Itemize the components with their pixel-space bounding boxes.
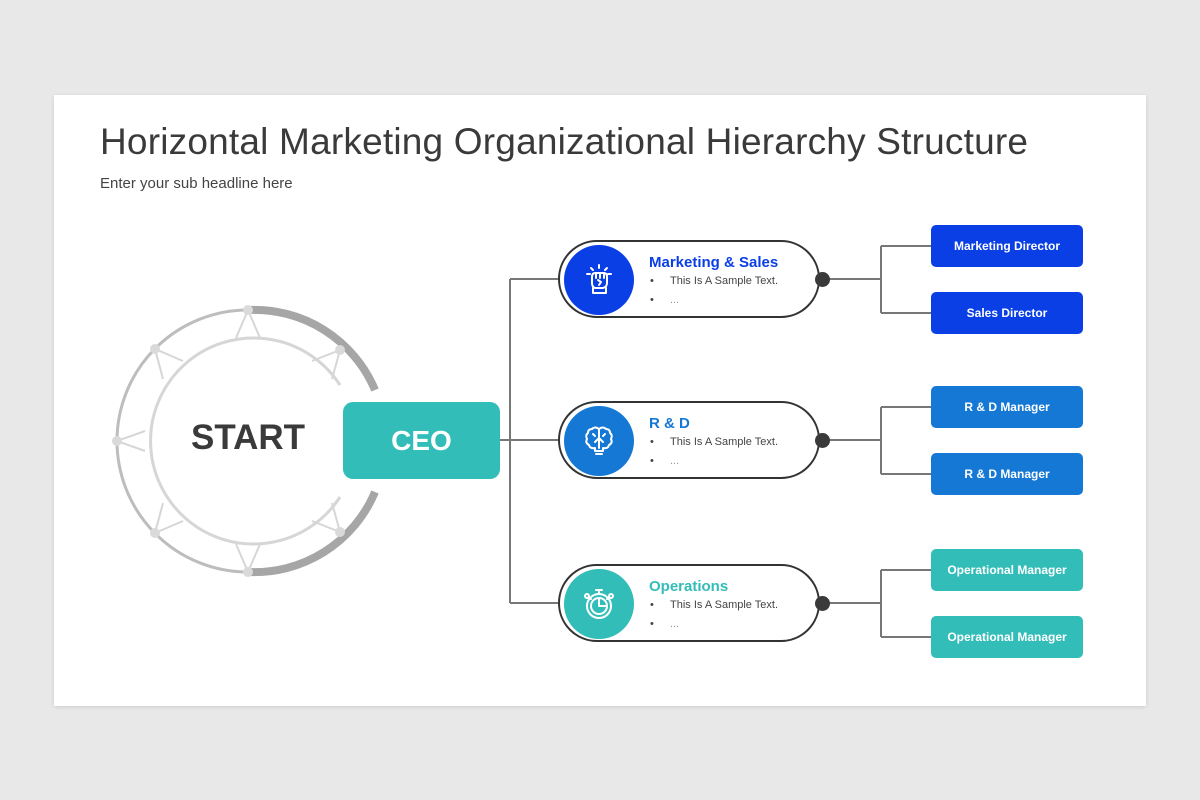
ceo-connectors xyxy=(500,278,560,604)
bullet-item: •This Is A Sample Text. xyxy=(650,436,779,448)
role-operational-manager-1[interactable]: Operational Manager xyxy=(931,549,1083,591)
slide-subtitle: Enter your sub headline here xyxy=(100,175,293,192)
department-title: Operations xyxy=(649,578,729,595)
start-label: START xyxy=(190,418,306,457)
ceo-label: CEO xyxy=(391,424,452,456)
connector-dot xyxy=(815,433,830,448)
role-operational-manager-2[interactable]: Operational Manager xyxy=(931,616,1083,658)
bullet-item: •... xyxy=(650,455,680,467)
fist-idea-icon xyxy=(564,245,634,315)
brain-bulb-icon xyxy=(564,406,634,476)
role-connectors xyxy=(829,245,931,638)
connector-dot xyxy=(815,272,830,287)
department-r-and-d[interactable]: R & D •This Is A Sample Text. •... xyxy=(558,401,820,479)
department-title: R & D xyxy=(649,415,690,432)
department-title: Marketing & Sales xyxy=(649,254,779,271)
stopwatch-icon xyxy=(564,569,634,639)
slide-title: Horizontal Marketing Organizational Hier… xyxy=(100,121,1029,162)
role-marketing-director[interactable]: Marketing Director xyxy=(931,225,1083,267)
bullet-item: •... xyxy=(650,618,680,630)
bullet-item: •... xyxy=(650,294,680,306)
ceo-box[interactable]: CEO xyxy=(343,402,500,479)
role-rd-manager-2[interactable]: R & D Manager xyxy=(931,453,1083,495)
connector-dot xyxy=(815,596,830,611)
start-ring-graphic xyxy=(112,305,379,577)
bullet-item: •This Is A Sample Text. xyxy=(650,599,779,611)
department-marketing-sales[interactable]: Marketing & Sales •This Is A Sample Text… xyxy=(558,240,820,318)
role-rd-manager-1[interactable]: R & D Manager xyxy=(931,386,1083,428)
department-operations[interactable]: Operations •This Is A Sample Text. •... xyxy=(558,564,820,642)
bullet-item: •This Is A Sample Text. xyxy=(650,275,779,287)
role-sales-director[interactable]: Sales Director xyxy=(931,292,1083,334)
